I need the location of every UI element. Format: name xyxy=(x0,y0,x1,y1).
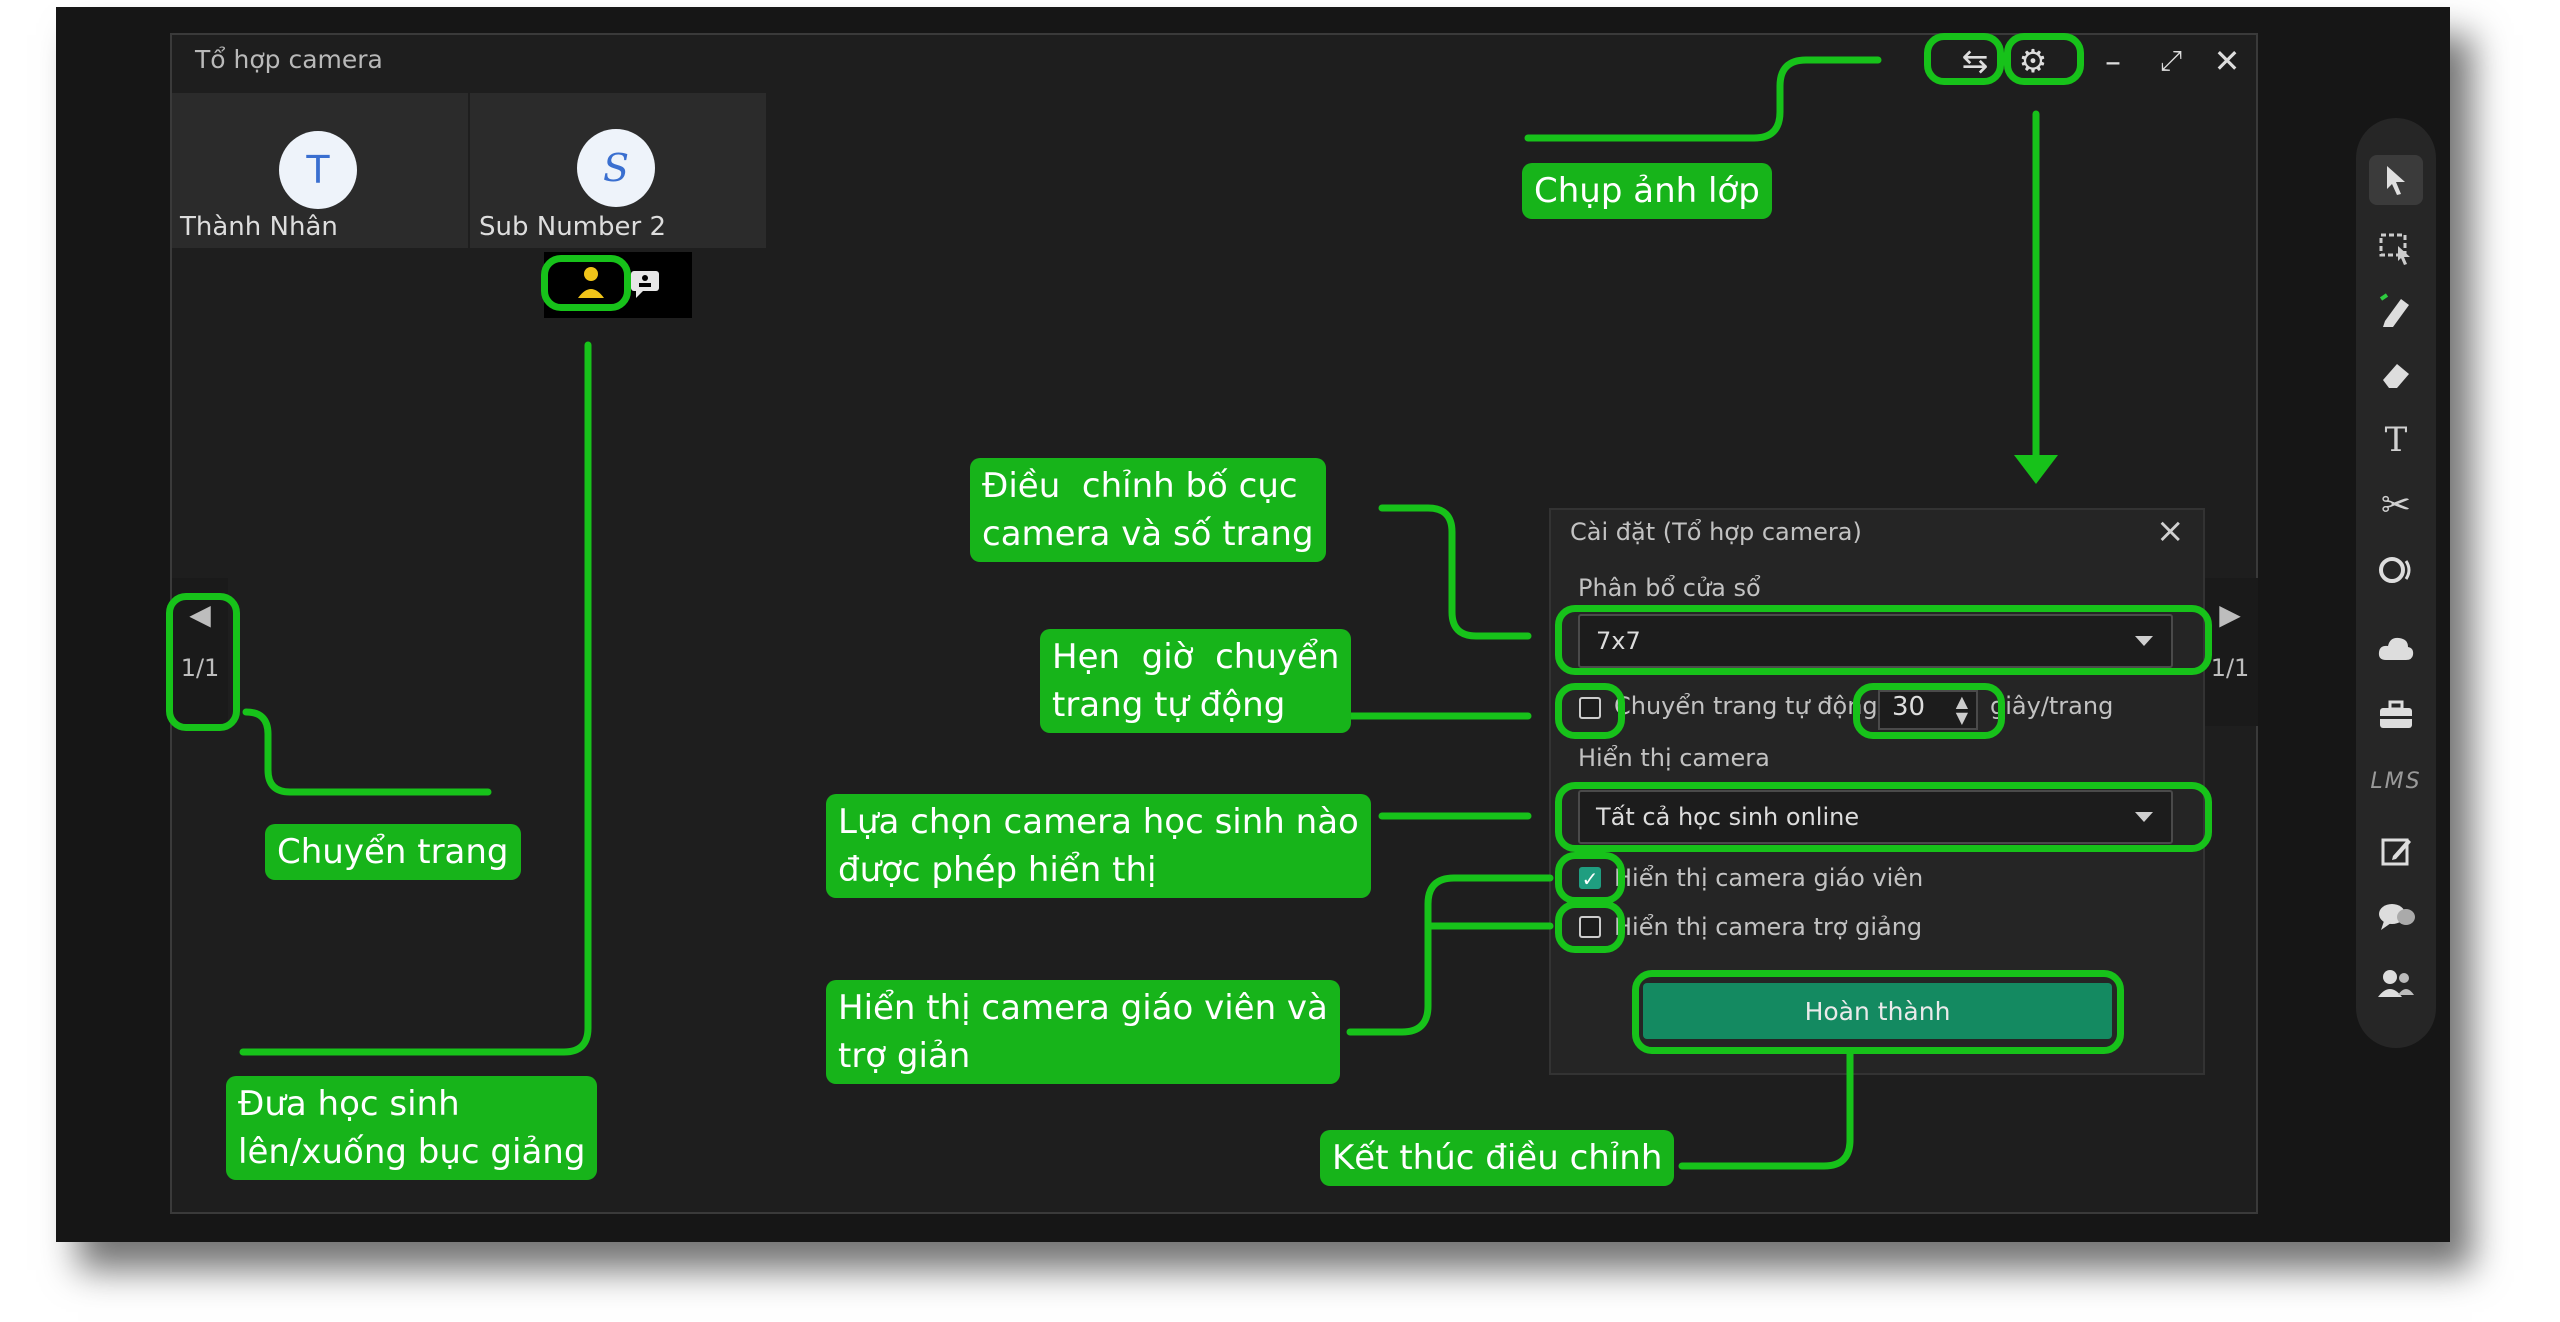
snapshot-highlight xyxy=(1924,33,2004,85)
layout-value: 7x7 xyxy=(1596,627,1641,655)
chat-icon[interactable] xyxy=(628,268,662,300)
snapshot-icon[interactable]: ⇆ xyxy=(1961,42,1989,80)
annotation-page-switch: Chuyển trang xyxy=(265,824,521,880)
page-indicator: 1/1 xyxy=(180,654,220,682)
avatar: T xyxy=(279,131,357,209)
eraser-tool-icon[interactable] xyxy=(2356,350,2436,400)
seconds-stepper[interactable]: 30 ▲▼ xyxy=(1878,690,1978,730)
pen-tool-icon[interactable] xyxy=(2356,286,2436,336)
dialog-title: Cài đặt (Tổ hợp camera) xyxy=(1570,518,1862,546)
pager-highlight xyxy=(166,593,240,731)
scissors-tool-icon[interactable]: ✂ xyxy=(2380,484,2412,526)
text-tool-icon[interactable]: T xyxy=(2384,420,2408,460)
layout-select[interactable]: 7x7 xyxy=(1578,614,2173,668)
auto-switch-label: Chuyển trang tự động xyxy=(1614,692,1878,720)
annotation-snapshot: Chụp ảnh lớp xyxy=(1522,163,1772,219)
arrow-left-icon[interactable]: ◀ xyxy=(189,598,211,631)
close-icon[interactable]: ✕ xyxy=(2213,42,2241,80)
seconds-unit: giây/trang xyxy=(1990,692,2114,720)
camera-display-select[interactable]: Tất cả học sinh online xyxy=(1578,790,2173,844)
edit-icon[interactable] xyxy=(2356,826,2436,876)
dialog-close-icon[interactable]: × xyxy=(2156,511,2185,551)
chat-bubbles-icon[interactable] xyxy=(2356,892,2436,942)
done-button-highlight xyxy=(1632,970,2124,1054)
pointer-tool-icon[interactable] xyxy=(2369,155,2423,205)
chevron-down-icon xyxy=(2135,812,2153,822)
avatar: S xyxy=(577,129,655,207)
select-area-tool-icon[interactable] xyxy=(2356,224,2436,274)
seconds-value: 30 xyxy=(1892,692,1926,722)
teacher-camera-checkbox[interactable]: ✓ xyxy=(1579,867,1601,889)
annotation-select-students: Lựa chọn camera học sinh nào được phép h… xyxy=(826,794,1371,898)
person-icon[interactable] xyxy=(573,262,609,302)
annotation-stage: Đưa học sinh lên/xuống bục giảng xyxy=(226,1076,598,1180)
annotation-timer: Hẹn giờ chuyển trang tự động xyxy=(1040,629,1352,733)
tile-name: Thành Nhân xyxy=(180,212,338,242)
right-toolbar xyxy=(2356,118,2436,1048)
assistant-camera-highlight xyxy=(1555,901,1625,953)
annotation-finish: Kết thúc điều chỉnh xyxy=(1320,1130,1675,1186)
camera-display-highlight xyxy=(1555,782,2212,852)
tile-name: Sub Number 2 xyxy=(479,212,667,242)
layout-label: Phân bổ cửa sổ xyxy=(1578,574,1761,602)
layout-select-highlight xyxy=(1555,605,2212,675)
users-icon[interactable] xyxy=(2356,958,2436,1008)
settings-highlight xyxy=(2004,33,2084,85)
auto-switch-highlight xyxy=(1555,683,1625,739)
stepper-arrows-icon[interactable]: ▲▼ xyxy=(1955,692,1968,727)
shape-tool-icon[interactable] xyxy=(2356,545,2436,595)
camera-display-label: Hiển thị camera xyxy=(1578,744,1770,772)
window-title: Tổ hợp camera xyxy=(195,45,383,74)
resize-icon[interactable]: ⤢ xyxy=(2159,44,2183,77)
teacher-camera-highlight xyxy=(1555,852,1625,904)
chevron-down-icon xyxy=(2135,636,2153,646)
minimize-icon[interactable]: – xyxy=(2105,42,2121,80)
assistant-camera-label: Hiển thị camera trợ giảng xyxy=(1614,913,1923,941)
page-indicator: 1/1 xyxy=(2210,654,2250,682)
teacher-camera-label: Hiển thị camera giáo viên xyxy=(1614,864,1924,892)
annotation-show-cameras: Hiển thị camera giáo viên và trợ giản xyxy=(826,980,1340,1084)
lms-icon[interactable]: LMS xyxy=(2370,768,2422,794)
assistant-camera-checkbox[interactable] xyxy=(1579,916,1601,938)
annotation-layout: Điều chỉnh bố cục camera và số trang xyxy=(970,458,1326,562)
seconds-highlight xyxy=(1853,683,2005,739)
stage-button-highlight xyxy=(541,255,631,311)
done-button[interactable]: Hoàn thành xyxy=(1643,983,2112,1039)
auto-switch-checkbox[interactable] xyxy=(1579,697,1601,719)
camera-display-value: Tất cả học sinh online xyxy=(1596,803,1860,831)
toolbox-icon[interactable] xyxy=(2356,690,2436,740)
cloud-icon[interactable] xyxy=(2356,624,2436,674)
arrow-right-icon[interactable]: ▶ xyxy=(2219,598,2241,631)
